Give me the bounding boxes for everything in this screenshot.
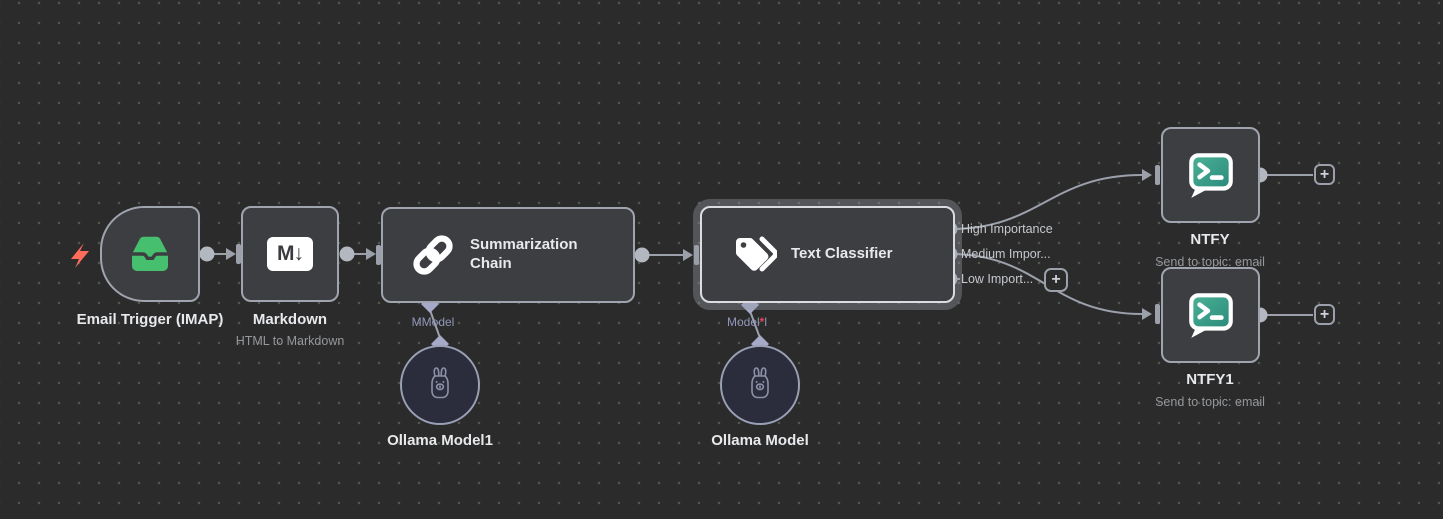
node-label-markdown: Markdown	[252, 311, 328, 328]
arrow-markdown-input	[226, 248, 236, 260]
node-title-summarization-chain: Summarization Chain	[470, 236, 578, 272]
output-label-medium-importance: Medium Impor...	[961, 247, 1051, 261]
output-label-low-importance: Low Import...	[961, 272, 1034, 286]
node-label-email-trigger: Email Trigger (IMAP)	[76, 311, 224, 328]
trigger-bolt-icon	[71, 243, 89, 268]
input-tab-classifier[interactable]	[694, 245, 699, 265]
arrow-chain-input	[366, 248, 376, 260]
node-label-ntfy: NTFY	[1190, 231, 1230, 248]
output-dot-chain[interactable]	[634, 247, 650, 263]
arrow-ntfy-input	[1142, 169, 1152, 181]
ntfy-terminal-icon	[1188, 153, 1233, 198]
llama-icon	[751, 367, 769, 399]
add-node-button-ntfy-output[interactable]: +	[1314, 164, 1335, 185]
node-ntfy[interactable]	[1161, 127, 1260, 223]
markdown-icon: M↓	[267, 237, 313, 271]
node-label-ollama-model1: Ollama Model1	[387, 432, 493, 449]
model-label-text: Model	[726, 315, 760, 329]
node-label-ntfy1: NTFY1	[1186, 371, 1234, 388]
model-label-tail: l	[764, 315, 768, 329]
model-input-label-chain: MModel	[411, 315, 455, 329]
ntfy-terminal-icon	[1188, 293, 1233, 338]
output-label-high-importance: High Importance	[961, 222, 1053, 236]
node-text-classifier[interactable]: Text Classifier	[700, 206, 955, 303]
edge-high-to-ntfy[interactable]	[949, 174, 1143, 230]
required-asterisk: *	[759, 315, 765, 329]
node-label-ollama-model: Ollama Model	[711, 432, 809, 449]
node-ollama-model1[interactable]	[400, 345, 480, 425]
output-dot-markdown[interactable]	[339, 246, 355, 262]
node-title-text-classifier: Text Classifier	[791, 245, 893, 263]
node-subtitle-ntfy: Send to topic: email	[1155, 255, 1265, 269]
tags-icon	[735, 236, 777, 271]
add-node-button-ntfy1-output[interactable]: +	[1314, 304, 1335, 325]
input-tab-ntfy1[interactable]	[1155, 304, 1160, 324]
node-email-trigger[interactable]	[100, 206, 200, 302]
llama-icon	[431, 367, 449, 399]
chain-link-icon	[413, 235, 453, 275]
node-ollama-model[interactable]	[720, 345, 800, 425]
node-subtitle-ntfy1: Send to topic: email	[1155, 395, 1265, 409]
output-dot-email[interactable]	[199, 246, 215, 262]
input-tab-ntfy[interactable]	[1155, 165, 1160, 185]
node-summarization-chain[interactable]: Summarization Chain	[381, 207, 635, 303]
model-input-label-classifier: Model*l	[697, 315, 797, 329]
inbox-icon	[132, 236, 168, 271]
node-markdown[interactable]: M↓	[241, 206, 339, 302]
add-node-button-low-output[interactable]: +	[1044, 268, 1068, 292]
node-ntfy1[interactable]	[1161, 267, 1260, 363]
arrow-ntfy1-input	[1142, 308, 1152, 320]
arrow-classifier-input	[683, 249, 693, 261]
node-subtitle-markdown: HTML to Markdown	[235, 334, 345, 348]
